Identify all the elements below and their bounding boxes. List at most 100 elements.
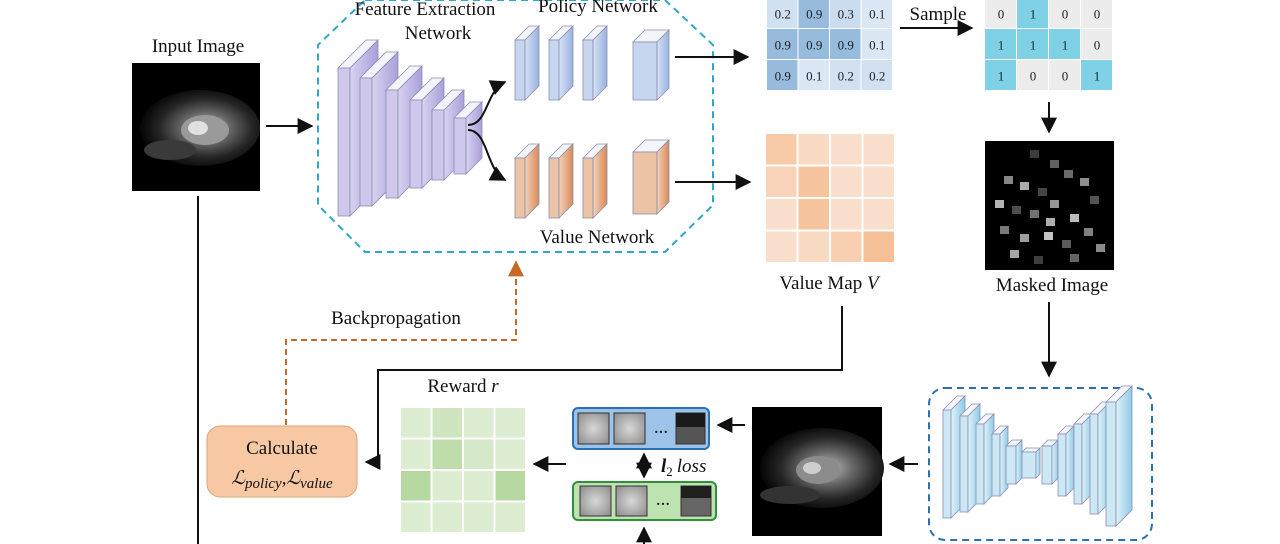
- masked-patches: [995, 150, 1105, 264]
- reward-cell: [432, 471, 462, 501]
- sample-cell-value: 0: [1094, 7, 1101, 22]
- masked-patch: [1020, 182, 1029, 190]
- value-map-cell: [831, 231, 862, 262]
- policy-cell-value: 0.9: [775, 69, 791, 84]
- masked-patch: [1080, 178, 1089, 186]
- policy-layer-2: [548, 25, 574, 101]
- policy-cell-value: 0.1: [869, 7, 885, 22]
- masked-patch: [1064, 170, 1073, 178]
- branch-to-policy-arrow: [467, 80, 507, 126]
- feature-extraction-layers: [337, 39, 483, 217]
- masked-patch: [1050, 200, 1059, 208]
- reward-grid: [401, 408, 525, 532]
- masked-patch: [1090, 196, 1099, 204]
- value-map-cell: [766, 199, 797, 230]
- sample-cell-value: 1: [1094, 69, 1101, 84]
- policy-cell: [830, 29, 861, 59]
- policy-cell: [861, 29, 892, 59]
- sample-cell: [1017, 60, 1048, 90]
- reward-cell: [495, 471, 525, 501]
- masked-patch: [1010, 250, 1019, 258]
- policy-cell: [830, 60, 861, 90]
- value-map-cell: [766, 231, 797, 262]
- input-image: [132, 63, 260, 191]
- reconstructed-patches-box: ...: [572, 407, 710, 450]
- sample-cell: [1081, 60, 1112, 90]
- sample-cell-value: 0: [1062, 7, 1069, 22]
- reconstructor-layer-8: [1057, 425, 1075, 497]
- value-map-cell: [863, 199, 894, 230]
- policy-cell-value: 0.9: [775, 38, 791, 53]
- sample-cell-value: 0: [1062, 69, 1069, 84]
- branch-to-value-arrow: [467, 129, 507, 181]
- policy-cell: [767, 0, 798, 28]
- feature-extraction-label-line1: Feature Extraction: [355, 0, 496, 20]
- masked-patch: [1046, 218, 1055, 226]
- sample-cell: [1017, 0, 1048, 28]
- sample-cell-value: 1: [1062, 38, 1069, 53]
- policy-layer-3: [582, 25, 608, 101]
- value-map-cell: [831, 134, 862, 165]
- sample-cell-value: 1: [1030, 38, 1037, 53]
- reward-cell: [464, 502, 494, 532]
- value-layer-4: [632, 139, 670, 215]
- masked-patch: [1030, 210, 1039, 218]
- policy-cell-value: 0.3: [838, 7, 854, 22]
- masked-patch: [1038, 188, 1047, 196]
- policy-cell-value: 0.2: [838, 69, 854, 84]
- value-layer-2: [548, 143, 574, 219]
- value-map-cell: [766, 134, 797, 165]
- masked-patch: [1020, 234, 1029, 242]
- masked-patch: [1000, 226, 1009, 234]
- reconstructor-layer-7: [1041, 439, 1059, 485]
- masked-patch: [1034, 256, 1043, 264]
- network-boundary: [317, 0, 714, 253]
- masked-patch: [1084, 228, 1093, 236]
- value-network-layers: [514, 139, 670, 219]
- reward-cell: [401, 439, 431, 469]
- policy-cell-value: 0.1: [806, 69, 822, 84]
- reward-cell: [495, 439, 525, 469]
- original-patches-box: ...: [572, 481, 717, 521]
- sample-cell-value: 1: [998, 69, 1005, 84]
- reconstructor-layer-5: [1005, 439, 1023, 485]
- policy-cell: [861, 0, 892, 28]
- backpropagation-arrow: [285, 260, 524, 425]
- value-map-grid: [766, 134, 894, 262]
- sample-cell: [1049, 29, 1080, 59]
- policy-cell: [767, 60, 798, 90]
- sample-cell-value: 0: [1094, 38, 1101, 53]
- backpropagation-label: Backpropagation: [331, 308, 461, 329]
- loss-formula: ℒpolicy,ℒvalue: [231, 468, 333, 492]
- sample-cell: [985, 29, 1016, 59]
- masked-patch: [1070, 254, 1079, 262]
- value-layer-1: [514, 143, 540, 219]
- masked-patch: [1062, 240, 1071, 248]
- value-map-cell: [798, 166, 829, 197]
- policy-cell: [798, 0, 829, 28]
- input-image-label: Input Image: [152, 36, 244, 57]
- value-layer-3: [582, 143, 608, 219]
- masked-patch: [1030, 150, 1039, 158]
- feature-extraction-label-line2: Network: [405, 23, 472, 44]
- reconstructor-layers: [942, 385, 1133, 527]
- value-map-label: Value Map V: [779, 273, 881, 294]
- patch-ellipsis-top: ...: [654, 417, 668, 438]
- policy-layer-4: [632, 29, 670, 101]
- value-map-cell: [798, 199, 829, 230]
- patch-ellipsis-bottom: ...: [656, 489, 670, 510]
- reconstructor-layer-6: [1021, 447, 1041, 479]
- value-map-cell: [863, 231, 894, 262]
- masked-patch: [1070, 214, 1079, 222]
- masked-patch: [1096, 244, 1105, 252]
- reward-cell: [401, 408, 431, 438]
- sample-cell: [1081, 0, 1112, 28]
- policy-cell-value: 0.9: [838, 38, 854, 53]
- value-map-cell: [798, 231, 829, 262]
- reward-cell: [432, 439, 462, 469]
- calculate-box: Calculate ℒpolicy,ℒvalue: [206, 425, 358, 498]
